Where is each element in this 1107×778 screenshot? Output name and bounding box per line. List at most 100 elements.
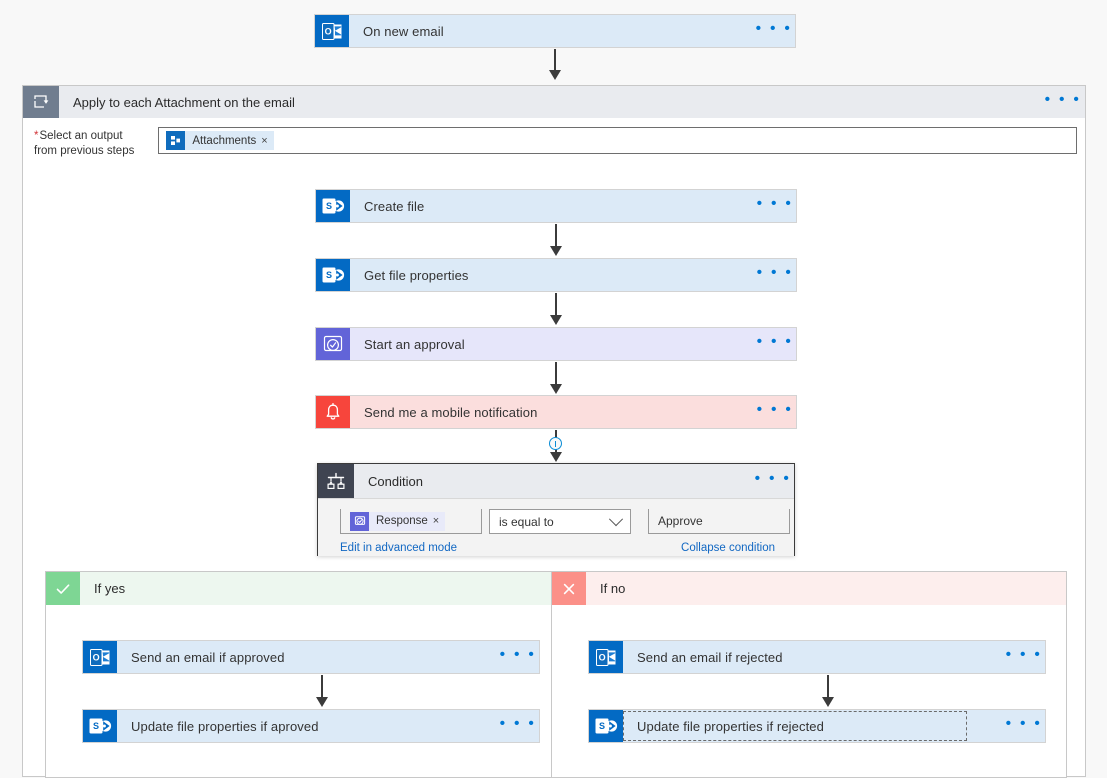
edit-advanced-mode-link[interactable]: Edit in advanced mode	[340, 542, 457, 554]
connector-line	[555, 293, 557, 316]
card-title: Start an approval	[364, 336, 465, 352]
svg-text:S: S	[326, 270, 332, 280]
foreach-scope: Apply to each Attachment on the email • …	[22, 85, 1086, 778]
insert-step-button[interactable]	[549, 437, 562, 450]
branch-if-yes-label: If yes	[94, 581, 126, 596]
foreach-param-label: *Select an output from previous steps	[34, 127, 141, 159]
foreach-header[interactable]: Apply to each Attachment on the email • …	[23, 86, 1085, 118]
card-title: On new email	[363, 23, 444, 39]
card-title: Send me a mobile notification	[364, 404, 538, 420]
connector-arrowhead	[550, 452, 562, 462]
condition-menu-button[interactable]: • • •	[754, 470, 792, 487]
card-on-new-email[interactable]: O On new email • • •	[314, 14, 796, 48]
connector-arrowhead	[550, 246, 562, 256]
token-response[interactable]: Response ×	[350, 511, 446, 531]
connector-arrowhead	[550, 315, 562, 325]
token-remove-icon[interactable]: ×	[261, 134, 268, 147]
token-label: Attachments	[192, 134, 257, 147]
card-menu-button[interactable]: • • •	[1005, 715, 1043, 732]
sharepoint-icon: S	[316, 259, 350, 291]
connector-yes-1-to-2	[314, 675, 330, 707]
required-marker: *	[34, 130, 39, 142]
card-create-file[interactable]: S Create file • • •	[315, 189, 797, 223]
param-label-line2: from previous steps	[34, 145, 135, 157]
condition-right-operand-field[interactable]: Approve	[648, 509, 790, 534]
connector-arrowhead	[822, 697, 834, 707]
branch-if-yes-header[interactable]: If yes	[46, 572, 560, 605]
card-menu-button[interactable]: • • •	[756, 333, 794, 350]
card-update-file-properties-if-approved[interactable]: S Update file properties if aproved • • …	[82, 709, 540, 743]
connector-line	[827, 675, 829, 698]
card-send-email-if-rejected[interactable]: O Send an email if rejected • • •	[588, 640, 1046, 674]
check-icon	[46, 572, 80, 605]
branch-if-no: If no O Send an email if rejected • • •	[551, 571, 1067, 778]
connector-trigger-to-foreach	[547, 49, 563, 80]
outlook-icon: O	[315, 15, 349, 47]
cross-icon	[552, 572, 586, 605]
sharepoint-icon: S	[83, 710, 117, 742]
connector-line	[321, 675, 323, 698]
card-menu-button[interactable]: • • •	[756, 264, 794, 281]
card-menu-button[interactable]: • • •	[755, 20, 793, 37]
approval-token-icon	[350, 511, 369, 531]
condition-right-operand-value: Approve	[658, 514, 703, 528]
condition-icon	[318, 464, 354, 498]
branch-if-no-label: If no	[600, 581, 626, 596]
svg-text:O: O	[598, 652, 605, 662]
card-title: Get file properties	[364, 267, 469, 283]
connector-arrowhead	[549, 70, 561, 80]
foreach-menu-button[interactable]: • • •	[1044, 91, 1082, 108]
condition-body: Response × is equal to Approve Edit in a…	[318, 499, 794, 556]
dynamic-content-icon	[166, 131, 186, 150]
card-menu-button[interactable]: • • •	[756, 401, 794, 418]
card-menu-button[interactable]: • • •	[756, 195, 794, 212]
connector-approval-to-notification	[548, 362, 564, 394]
outlook-icon: O	[589, 641, 623, 673]
card-menu-button[interactable]: • • •	[499, 646, 537, 663]
sharepoint-icon: S	[316, 190, 350, 222]
card-send-email-if-approved[interactable]: O Send an email if approved • • •	[82, 640, 540, 674]
condition-operator-select[interactable]: is equal to	[489, 509, 631, 534]
card-title: Update file properties if rejected	[637, 718, 824, 734]
connector-no-1-to-2	[820, 675, 836, 707]
connector-arrowhead	[316, 697, 328, 707]
card-menu-button[interactable]: • • •	[499, 715, 537, 732]
outlook-icon: O	[83, 641, 117, 673]
connector-line	[555, 224, 557, 247]
svg-text:O: O	[324, 26, 331, 36]
approval-icon	[316, 328, 350, 360]
loop-icon	[23, 86, 59, 118]
svg-text:S: S	[599, 721, 605, 731]
token-remove-icon[interactable]: ×	[432, 515, 440, 527]
connector-create-to-getprops	[548, 224, 564, 256]
card-title: Update file properties if aproved	[131, 718, 319, 734]
svg-text:S: S	[93, 721, 99, 731]
connector-line	[554, 49, 556, 71]
condition-operator-value: is equal to	[499, 514, 554, 529]
connector-getprops-to-approval	[548, 293, 564, 325]
branch-if-yes: If yes O Send an email if approved • • •	[45, 571, 561, 778]
card-title: Send an email if rejected	[637, 649, 783, 665]
card-start-an-approval[interactable]: Start an approval • • •	[315, 327, 797, 361]
connector-line	[555, 362, 557, 385]
svg-text:O: O	[92, 652, 99, 662]
token-label: Response	[376, 515, 428, 527]
token-attachments[interactable]: Attachments ×	[166, 131, 274, 150]
condition-title: Condition	[368, 473, 423, 489]
condition-header[interactable]: Condition • • •	[318, 464, 794, 499]
chevron-down-icon[interactable]	[608, 511, 624, 526]
card-get-file-properties[interactable]: S Get file properties • • •	[315, 258, 797, 292]
card-title: Send an email if approved	[131, 649, 285, 665]
card-send-mobile-notification[interactable]: Send me a mobile notification • • •	[315, 395, 797, 429]
foreach-output-field[interactable]: Attachments ×	[158, 127, 1077, 154]
card-update-file-properties-if-rejected[interactable]: S Update file properties if rejected • •…	[588, 709, 1046, 743]
connector-arrowhead	[550, 384, 562, 394]
condition-left-operand-field[interactable]: Response ×	[340, 509, 482, 534]
card-menu-button[interactable]: • • •	[1005, 646, 1043, 663]
branch-if-no-header[interactable]: If no	[552, 572, 1066, 605]
bell-icon	[316, 396, 350, 428]
sharepoint-icon: S	[589, 710, 623, 742]
condition-card[interactable]: Condition • • • Response ×	[317, 463, 795, 556]
collapse-condition-link[interactable]: Collapse condition	[681, 542, 775, 554]
card-title: Create file	[364, 198, 425, 214]
